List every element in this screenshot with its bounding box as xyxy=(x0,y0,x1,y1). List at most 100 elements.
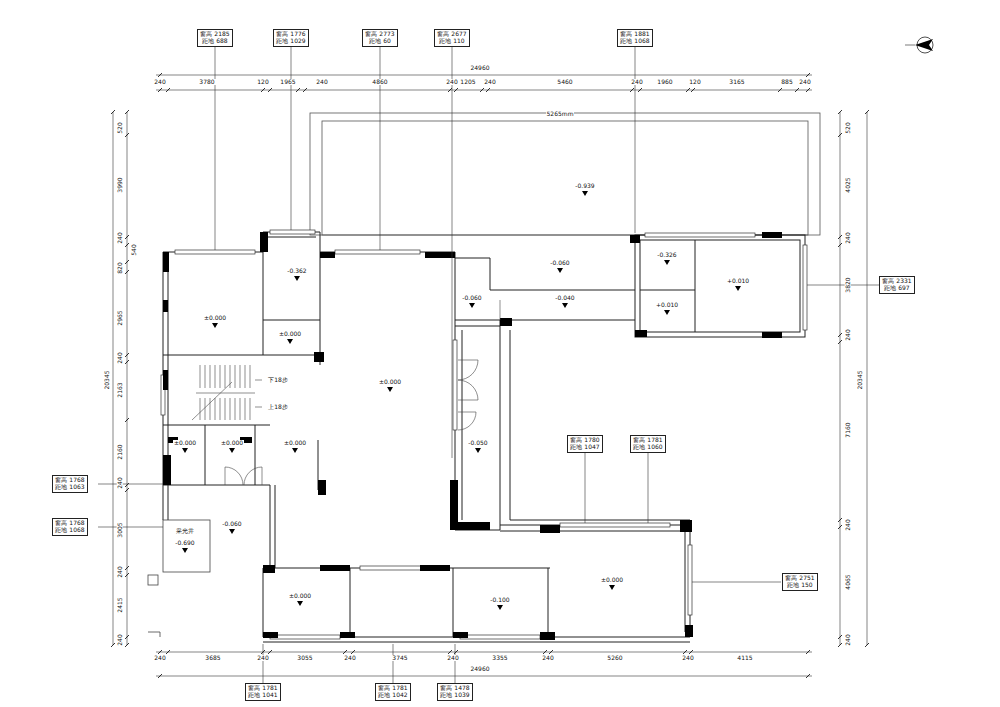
wall-lines xyxy=(350,568,351,637)
window-callout: 窗高 1478距地 1039 xyxy=(437,683,472,701)
dimension-tick xyxy=(454,650,458,654)
dimension-tick xyxy=(268,88,272,92)
dimension-tick xyxy=(806,73,810,77)
dimension-tick xyxy=(838,110,842,114)
elevation-text: -0.326 xyxy=(656,252,677,258)
dimension-tick xyxy=(448,88,452,92)
dimension-tick xyxy=(838,235,842,239)
elevation-text: ±0.000 xyxy=(220,440,244,446)
wall-lines xyxy=(640,240,800,332)
dimension-text: 20345 xyxy=(104,369,110,390)
wall-lines xyxy=(263,642,690,643)
callout-text: 距地 1039 xyxy=(440,692,469,699)
elevation-text: -0.060 xyxy=(221,521,242,527)
wall-lines xyxy=(455,320,635,321)
plan-label: 采光井 xyxy=(175,528,195,534)
elevation-triangle xyxy=(497,605,503,610)
stair xyxy=(200,398,250,420)
dimension-tick xyxy=(838,518,842,522)
door-swings xyxy=(458,380,478,400)
dimension-tick xyxy=(630,88,634,92)
callout-text: 距地 150 xyxy=(785,582,814,589)
dimension-tick xyxy=(691,88,695,92)
door-swings xyxy=(244,467,262,485)
dimension-tick xyxy=(125,235,129,239)
elevation-triangle xyxy=(475,448,481,453)
dimension-tick xyxy=(166,88,170,92)
dimension-text: 3990 xyxy=(117,176,123,193)
wall-lines xyxy=(455,326,500,327)
stair xyxy=(196,393,255,394)
stair xyxy=(255,380,262,407)
dimension-tick xyxy=(125,353,129,357)
dimension-text: 240 xyxy=(117,351,123,364)
door-swings xyxy=(225,467,243,485)
plan-label: 3055 xyxy=(296,655,313,661)
dimension-text: 2163 xyxy=(117,381,123,398)
plan-label: 4115 xyxy=(736,655,753,661)
window-callout: 窗高 1768距地 1063 xyxy=(52,475,87,493)
plan-label: 240 xyxy=(445,79,458,85)
dimension-tick xyxy=(125,360,129,364)
elevation-triangle xyxy=(297,601,303,606)
window-marks xyxy=(453,340,457,430)
dimension-tick xyxy=(480,88,484,92)
dimension-text: 4025 xyxy=(845,176,851,193)
callout-text: 窗高 1768 xyxy=(55,477,84,484)
dimension-tick xyxy=(838,243,842,247)
wall-lines xyxy=(510,330,511,520)
wall-lines xyxy=(462,330,463,520)
wall-columns xyxy=(314,352,324,362)
wall-columns xyxy=(453,632,468,638)
dimension-tick xyxy=(158,674,162,678)
north-arrow xyxy=(905,37,933,53)
callout-text: 距地 688 xyxy=(200,38,229,45)
elevation-triangle xyxy=(582,191,588,196)
dimension-tick xyxy=(261,88,265,92)
window-callout: 窗高 2331距地 697 xyxy=(879,276,914,294)
plan-label: 3165 xyxy=(728,79,745,85)
window-callout: 窗高 1768距地 1068 xyxy=(52,518,87,536)
plan-label: 885 xyxy=(780,79,793,85)
leader-lines xyxy=(585,453,586,523)
plan-label: 1205 xyxy=(459,79,476,85)
dimension-tick xyxy=(125,573,129,577)
plan-label: 5265mm xyxy=(546,111,575,117)
plan-label: 240 xyxy=(256,655,269,661)
wall-columns xyxy=(318,480,326,495)
dimension-tick xyxy=(806,650,810,654)
plan-label: 3355 xyxy=(491,655,508,661)
callout-text: 距地 1041 xyxy=(248,692,277,699)
callout-text: 窗高 2751 xyxy=(785,575,814,582)
dimension-tick xyxy=(549,650,553,654)
window-callout: 窗高 1780距地 1047 xyxy=(567,435,602,453)
north-arrow-head xyxy=(915,39,933,51)
window-marks xyxy=(460,635,540,639)
leader-lines xyxy=(393,644,394,683)
elevation-triangle xyxy=(387,387,393,392)
plan-label: 240 xyxy=(343,655,356,661)
dimension-tick xyxy=(343,650,347,654)
dimension-tick xyxy=(686,88,690,92)
callout-text: 距地 697 xyxy=(882,285,911,292)
leader-lines xyxy=(455,644,456,683)
wall-columns xyxy=(320,252,335,258)
window-callout: 窗高 1781距地 1042 xyxy=(375,683,410,701)
wall-columns xyxy=(163,370,168,390)
elevation-text: ±0.000 xyxy=(600,577,624,583)
leader-lines xyxy=(380,47,381,250)
wall-lines xyxy=(163,355,320,356)
plan-label: 120 xyxy=(688,79,701,85)
dimension-tick xyxy=(111,110,115,114)
dimension-tick xyxy=(838,340,842,344)
elevation-triangle xyxy=(664,310,670,315)
dimension-lines xyxy=(113,112,127,645)
wall-columns xyxy=(425,252,455,258)
dimension-lines xyxy=(840,112,867,645)
dimension-tick xyxy=(125,483,129,487)
callout-text: 窗高 2331 xyxy=(882,278,911,285)
wall-columns xyxy=(263,565,275,573)
callout-text: 窗高 2185 xyxy=(200,31,229,38)
callout-text: 窗高 1478 xyxy=(440,685,469,692)
plan-label: 3780 xyxy=(198,79,215,85)
